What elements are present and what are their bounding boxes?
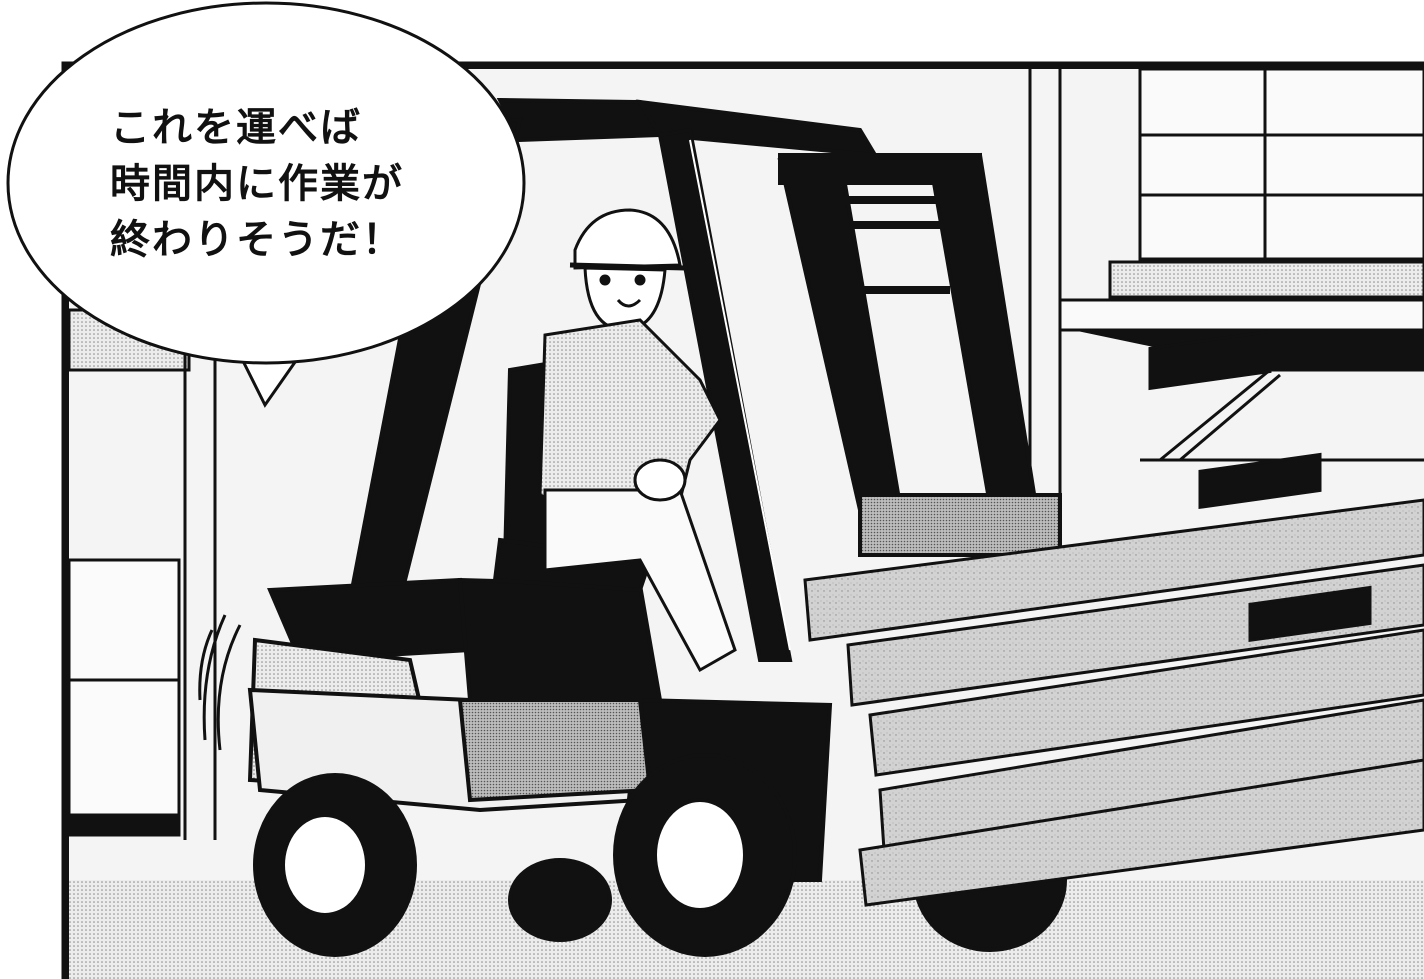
motion-lines — [198, 614, 242, 751]
speech-line-3: 終わりそうだ！ — [110, 216, 404, 263]
speech-bubble — [6, 1, 526, 408]
forklift-operator — [538, 208, 737, 673]
panel-border — [61, 61, 1424, 979]
warehouse-rack — [1028, 69, 1424, 500]
speech-line-2: 時間内に作業が — [110, 160, 404, 207]
forklift-wheels — [253, 753, 1067, 957]
speech-bubble-text: これを運べば 時間内に作業が 終わりそうだ！ — [110, 100, 440, 268]
forklift-mast — [777, 152, 1062, 557]
speech-line-1: これを運べば — [110, 104, 362, 151]
pallet-stack — [803, 329, 1424, 907]
